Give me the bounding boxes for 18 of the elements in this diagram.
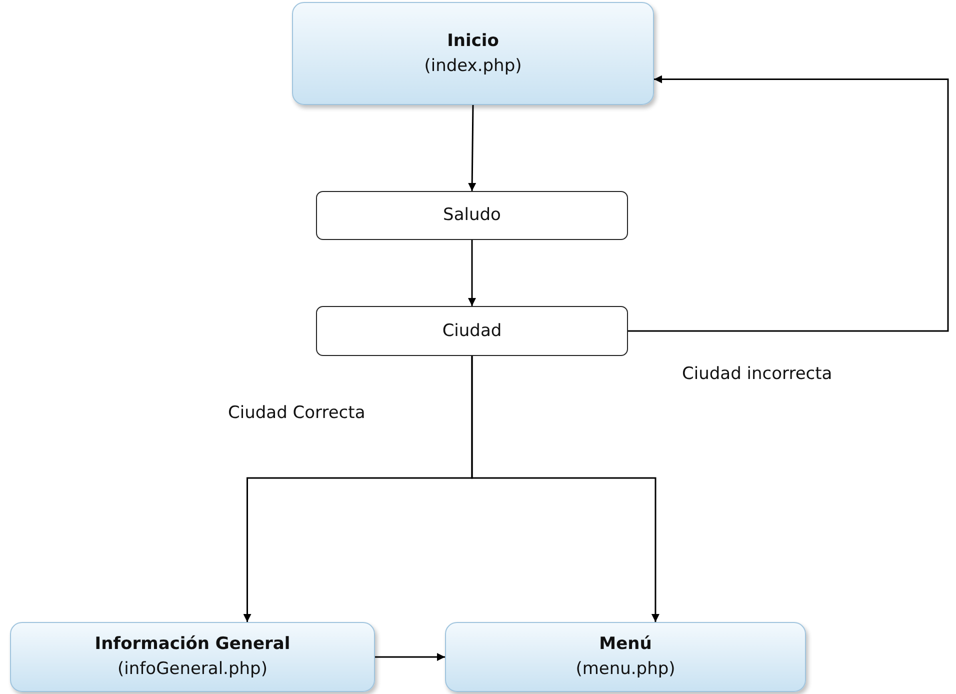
arrow <box>628 75 949 332</box>
box-text: (menu.php) <box>576 658 676 681</box>
arrow <box>468 105 476 191</box>
arrow <box>375 653 445 661</box>
process-box <box>10 622 375 692</box>
arrow <box>471 356 660 622</box>
process-box <box>316 191 628 240</box>
arrow <box>468 240 476 306</box>
box-text: (index.php) <box>424 54 522 78</box>
box-text: Saludo <box>443 204 501 228</box>
box-title: Información General <box>94 633 290 656</box>
process-box <box>316 306 628 356</box>
process-box <box>445 622 806 692</box>
box-title: Inicio <box>447 30 499 53</box>
box-text: Ciudad <box>442 320 502 343</box>
box-title: Menú <box>599 633 652 656</box>
box-text: (infoGeneral.php) <box>118 658 268 681</box>
process-box <box>292 2 654 105</box>
